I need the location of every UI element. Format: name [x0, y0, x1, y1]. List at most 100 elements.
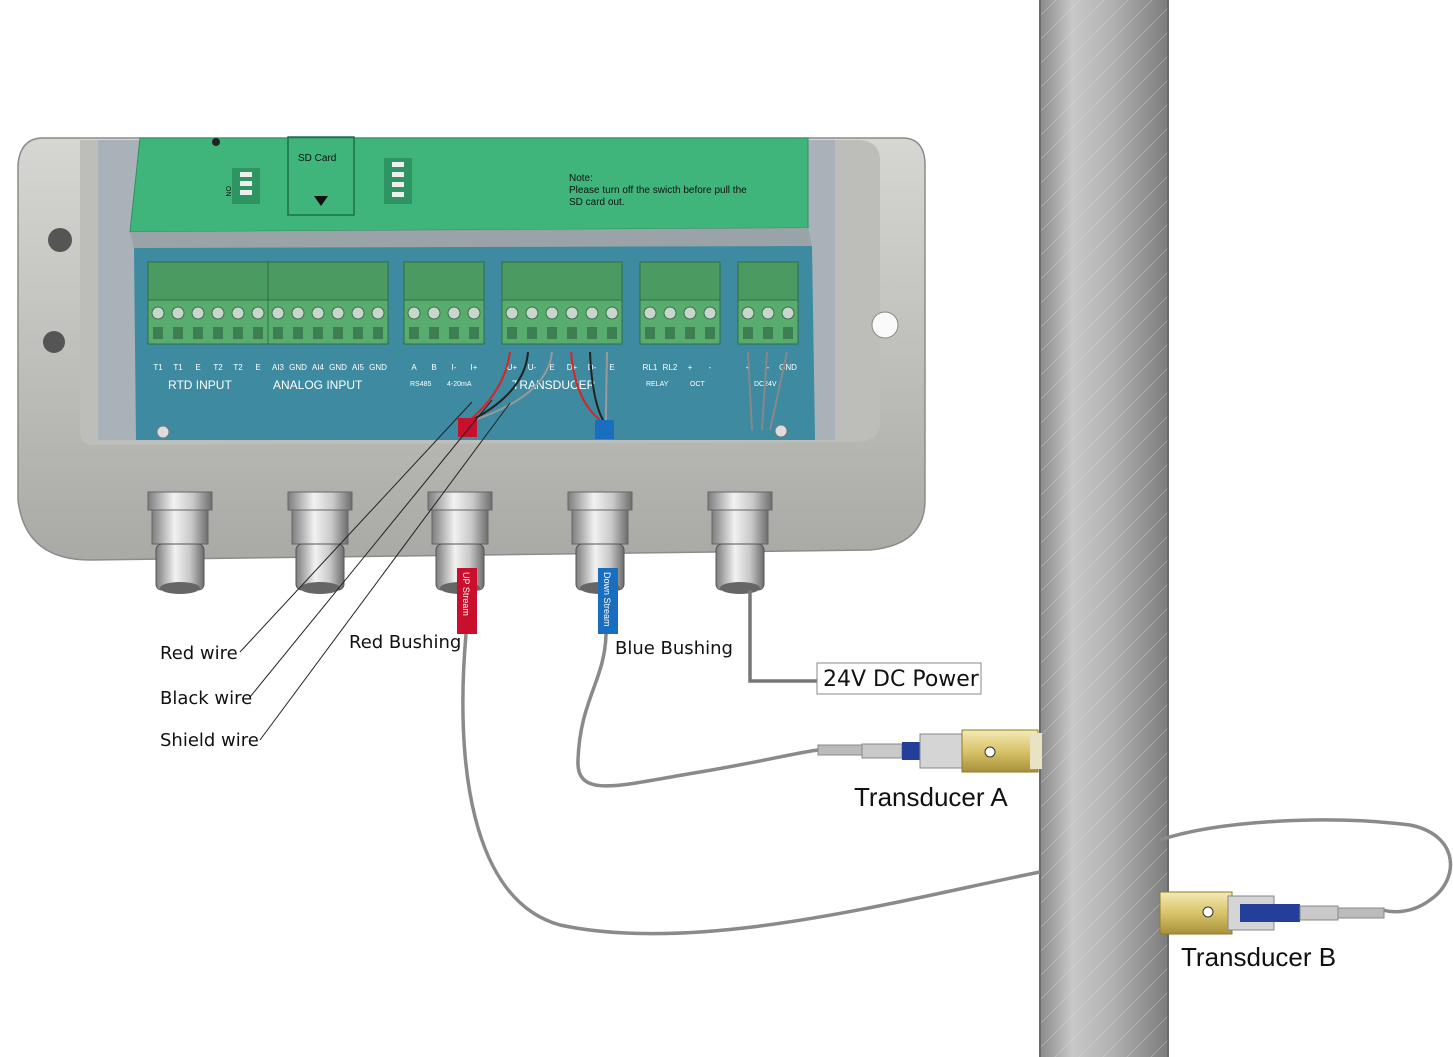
terminal-screw-icon[interactable]: [781, 306, 795, 320]
cable-gland: [707, 491, 773, 594]
arrow-down-icon: [314, 196, 328, 206]
terminal-blocks: [147, 261, 799, 345]
terminal-label: GND: [289, 363, 307, 372]
terminal-label: RL1: [643, 363, 658, 372]
terminal-screw-icon[interactable]: [171, 306, 185, 320]
internal-wiring: [469, 351, 788, 431]
transducer-a[interactable]: [817, 729, 1042, 773]
terminal-label: E: [609, 363, 614, 372]
terminal-screw-icon[interactable]: [427, 306, 441, 320]
terminal-screw-icon[interactable]: [331, 306, 345, 320]
terminal-screw-icon[interactable]: [151, 306, 165, 320]
terminal-label: E: [255, 363, 260, 372]
terminal-block[interactable]: [639, 261, 721, 345]
terminal-screw-icon[interactable]: [663, 306, 677, 320]
terminal-screw-icon[interactable]: [565, 306, 579, 320]
terminal-screw-icon[interactable]: [271, 306, 285, 320]
screw-icon: [1202, 906, 1214, 918]
group-label-analog: ANALOG INPUT: [273, 378, 363, 392]
terminal-label: E: [195, 363, 200, 372]
blue-bushing-marker: [595, 420, 614, 439]
terminal-screw-icon[interactable]: [291, 306, 305, 320]
cables: [461, 590, 1453, 936]
black-wire-label: Black wire: [160, 688, 252, 709]
pcb-board: ON SD Card Note: Please turn off the swi…: [129, 136, 812, 248]
terminal-screw-icon[interactable]: [585, 306, 599, 320]
terminal-label: -: [709, 363, 712, 372]
cable-gland: [287, 491, 353, 594]
terminal-block[interactable]: [501, 261, 623, 345]
note-title: Note:: [569, 173, 593, 184]
note-line-1: Please turn off the swicth before pull t…: [569, 185, 747, 196]
sd-card-label: SD Card: [298, 153, 336, 164]
pipe: [1039, 0, 1169, 1057]
terminal-screw-icon[interactable]: [703, 306, 717, 320]
terminal-label: T1: [173, 363, 183, 372]
terminal-screw-icon[interactable]: [741, 306, 755, 320]
terminal-screw-icon[interactable]: [407, 306, 421, 320]
up-stream-tag: UP Stream: [457, 568, 477, 634]
terminal-screw-icon[interactable]: [191, 306, 205, 320]
terminal-screw-icon[interactable]: [371, 306, 385, 320]
power-cable: [748, 590, 817, 683]
terminal-label: B: [431, 363, 436, 372]
terminal-screw-icon[interactable]: [643, 306, 657, 320]
terminal-block[interactable]: [147, 261, 269, 345]
transducer-a-label: Transducer A: [854, 782, 1008, 812]
svg-text:Down Stream: Down Stream: [602, 572, 612, 627]
mounting-hole-icon: [48, 228, 72, 252]
terminal-screw-icon[interactable]: [351, 306, 365, 320]
callout-lines: [239, 399, 511, 741]
terminal-screw-icon[interactable]: [605, 306, 619, 320]
terminal-screw-icon[interactable]: [505, 306, 519, 320]
terminal-label: RL2: [663, 363, 678, 372]
terminal-label: AI3: [272, 363, 285, 372]
terminal-screw-icon[interactable]: [311, 306, 325, 320]
terminal-label: I+: [471, 363, 478, 372]
terminal-label: AI4: [312, 363, 325, 372]
terminal-screw-icon[interactable]: [211, 306, 225, 320]
terminal-screw-icon[interactable]: [545, 306, 559, 320]
terminal-screw-icon[interactable]: [525, 306, 539, 320]
terminal-label: E: [549, 363, 554, 372]
sd-card-slot[interactable]: [287, 136, 355, 216]
terminal-label: -: [767, 363, 770, 372]
terminal-screw-icon[interactable]: [761, 306, 775, 320]
cable-gland: [147, 491, 213, 594]
terminal-screw-icon[interactable]: [683, 306, 697, 320]
terminal-screw-icon[interactable]: [251, 306, 265, 320]
red-bushing-marker: [458, 418, 477, 437]
terminal-block[interactable]: [403, 261, 485, 345]
blue-bushing-label: Blue Bushing: [615, 638, 733, 659]
cable-glands: [147, 491, 773, 594]
terminal-label: +: [688, 363, 693, 372]
terminal-block[interactable]: [267, 261, 389, 345]
group-label-relay: RELAY: [646, 381, 669, 388]
terminal-label: T1: [153, 363, 163, 372]
mounting-hole-icon: [871, 311, 899, 339]
terminal-label: AI5: [352, 363, 365, 372]
group-label-420ma: 4-20mA: [447, 381, 472, 388]
terminal-label: GND: [329, 363, 347, 372]
down-stream-tag: Down Stream: [598, 568, 618, 634]
svg-text:UP Stream: UP Stream: [461, 572, 471, 616]
downstream-cable: [576, 633, 819, 788]
terminal-label: U-: [528, 363, 537, 372]
terminal-block[interactable]: [737, 261, 799, 345]
callouts: Red wire Black wire Shield wire Red Bush…: [160, 632, 1336, 972]
group-label-oct: OCT: [690, 381, 706, 388]
group-label-transducer: TRANSDUCER: [512, 378, 596, 392]
terminal-label: D-: [588, 363, 597, 372]
red-bushing-label: Red Bushing: [349, 632, 461, 653]
terminal-screw-icon[interactable]: [467, 306, 481, 320]
group-label-rtd: RTD INPUT: [168, 378, 232, 392]
group-label-rs485: RS485: [410, 381, 432, 388]
red-wire-label: Red wire: [160, 643, 238, 664]
terminal-screw-icon[interactable]: [231, 306, 245, 320]
terminal-label: U+: [507, 363, 518, 372]
terminal-screw-icon[interactable]: [447, 306, 461, 320]
transducer-b[interactable]: [1159, 891, 1385, 935]
terminal-label: T2: [213, 363, 223, 372]
dip-on-label: ON: [224, 186, 231, 197]
cable-gland: [567, 491, 633, 594]
